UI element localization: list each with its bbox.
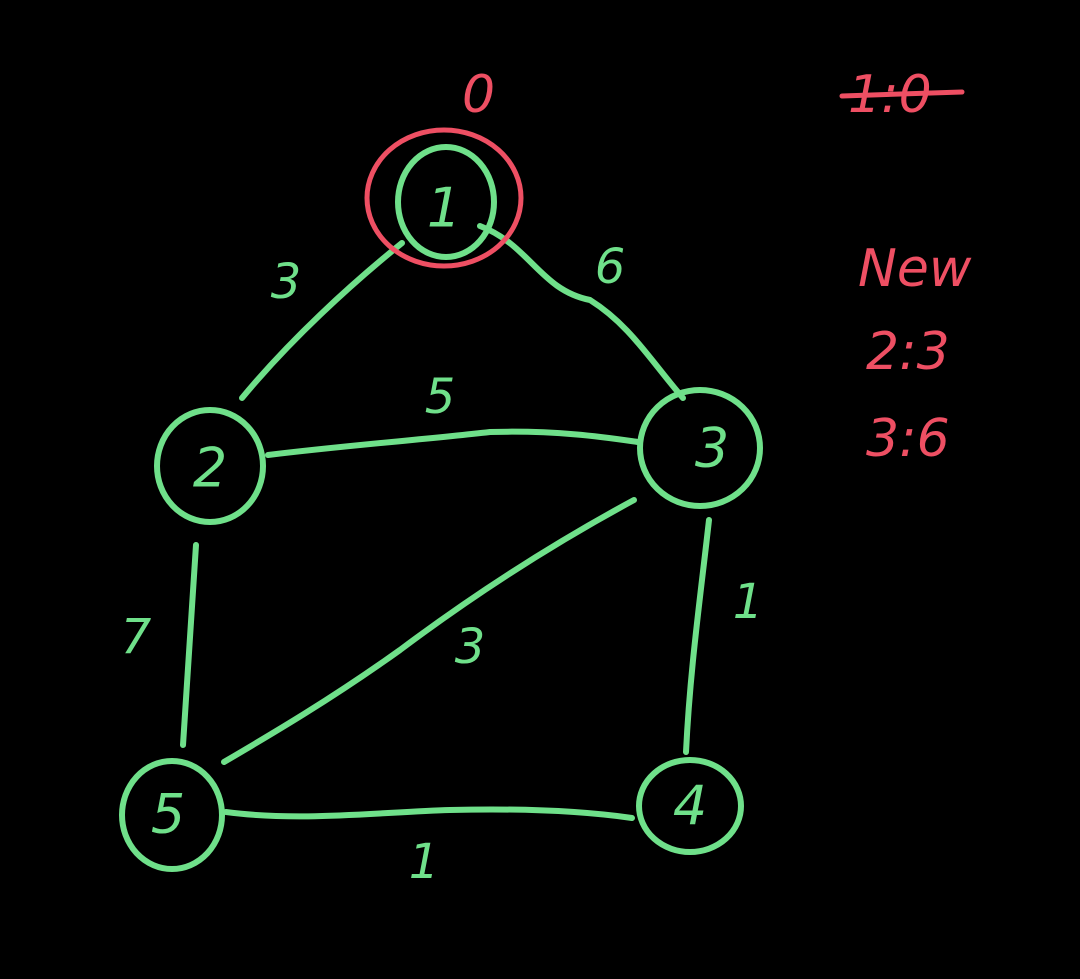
node-1-label: 1 [427, 177, 461, 240]
node-2-circle [154, 407, 266, 525]
node-4-label: 4 [673, 775, 707, 838]
node-3-circle [637, 387, 763, 509]
weight-2-3: 5 [425, 369, 456, 425]
node-3-label: 3 [695, 417, 729, 480]
edge-3-4 [683, 517, 712, 755]
node-5-label: 5 [151, 783, 185, 846]
node-2-label: 2 [193, 437, 227, 500]
weight-1-2: 3 [271, 254, 302, 310]
notes-entry-2: 3:6 [866, 409, 950, 469]
edges [180, 223, 712, 821]
weight-2-5: 7 [121, 609, 152, 665]
notes-entry-1: 2:3 [866, 322, 950, 382]
edge-2-5 [180, 542, 199, 748]
notes: 1:0 New 2:3 3:6 [839, 65, 972, 469]
source-highlight-circle [364, 127, 524, 269]
node-4-circle [636, 757, 744, 855]
edge-3-5 [221, 497, 637, 765]
weight-5-4: 1 [409, 834, 440, 890]
nodes [119, 127, 763, 872]
notes-heading: New [858, 239, 972, 299]
strike-through-line [839, 89, 965, 99]
edge-1-2 [239, 240, 405, 401]
node-labels: 1 2 3 4 5 [151, 177, 729, 846]
node-1-circle [395, 144, 497, 260]
source-distance-label: 0 [462, 65, 495, 125]
weight-3-4: 1 [733, 574, 764, 630]
edge-1-3 [477, 223, 686, 401]
edge-weights: 3 6 5 7 3 1 1 [121, 239, 764, 890]
node-5-circle [119, 758, 225, 872]
edge-5-4 [223, 806, 635, 821]
weight-3-5: 3 [455, 619, 486, 675]
edge-2-3 [265, 428, 641, 458]
weight-1-3: 6 [595, 239, 626, 295]
